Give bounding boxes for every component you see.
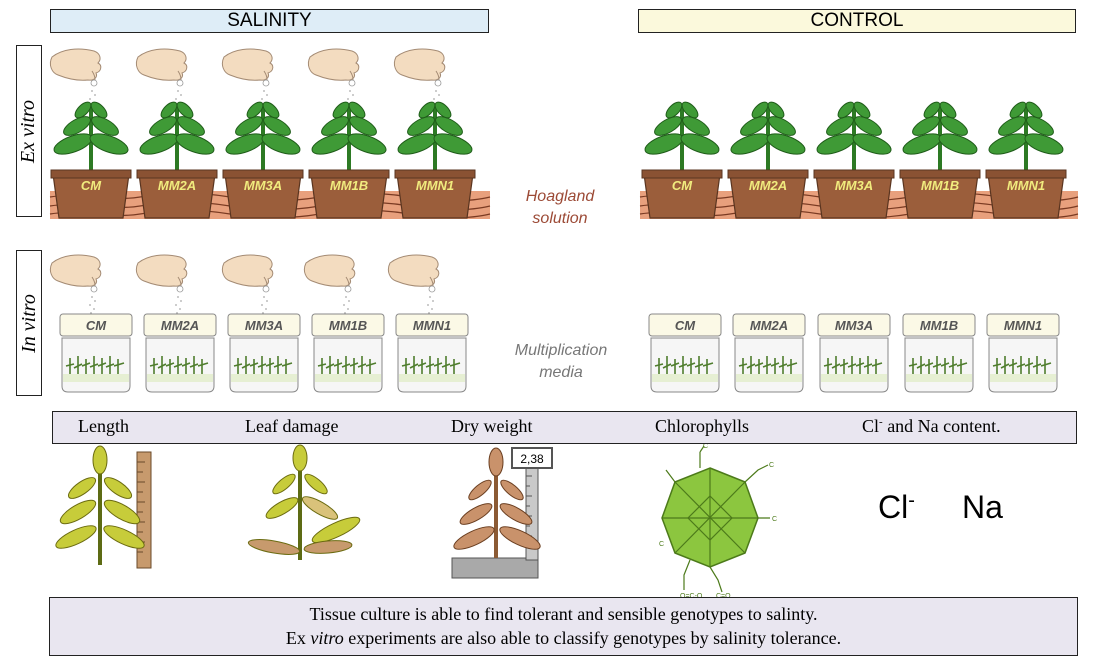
multiplication-line1: Multiplication (514, 342, 608, 359)
na-content-rest: and Na content. (882, 416, 1001, 436)
hoagland-solution-label: Hoagland solution (500, 186, 620, 230)
scale-readout: 2,38 (520, 452, 544, 466)
pot-label-control: MM2A (748, 178, 788, 193)
ion-na-text: Na (962, 489, 1003, 525)
salinity-header: SALINITY (50, 9, 489, 33)
jar-label-control: MMN1 (1003, 318, 1043, 333)
measure-cl-na-content: Cl- and Na content. (862, 416, 1001, 437)
hands-in-vitro (49, 254, 440, 318)
svg-text:C: C (659, 541, 664, 548)
svg-text:C=O: C=O (716, 593, 731, 600)
jar-label-salinity: MM1B (328, 318, 368, 333)
jar-label-salinity: MM3A (244, 318, 284, 333)
length-illustration (55, 445, 152, 569)
pot-label-control: MMN1 (1006, 178, 1046, 193)
jar-label-salinity: MMN1 (412, 318, 452, 333)
pot-label-salinity: MM3A (243, 178, 283, 193)
ion-cl-sup: - (908, 489, 915, 512)
in-vitro-label-box: In vitro (16, 250, 42, 396)
cl-sup: - (879, 416, 883, 428)
ion-na: Na (962, 489, 1003, 526)
control-title: CONTROL (810, 10, 904, 31)
measure-dry-weight: Dry weight (451, 416, 533, 436)
measure-length: Length (78, 416, 129, 436)
pot-label-salinity: MMN1 (415, 178, 455, 193)
ion-cl-base: Cl (878, 489, 909, 525)
conclusion-box: Tissue culture is able to find tolerant … (49, 597, 1078, 656)
hoagland-line1: Hoagland (525, 188, 595, 205)
jar-label-control: MM3A (834, 318, 874, 333)
measure-chlorophylls: Chlorophylls (655, 416, 750, 436)
jar-label-salinity: MM2A (160, 318, 200, 333)
ex-vitro-label-box: Ex vitro (16, 45, 42, 217)
hands-ex-vitro (49, 48, 446, 112)
control-header: CONTROL (638, 9, 1076, 33)
chlorophyll-molecule-illustration: C C C O=C-O C=O C (659, 443, 777, 600)
conclusion-line2-em: vitro (310, 628, 344, 648)
ion-cl: Cl- (878, 489, 915, 526)
pot-label-salinity: MM1B (329, 178, 369, 193)
jar-label-control: MM2A (749, 318, 789, 333)
measurements-bar (52, 411, 1077, 444)
conclusion-line1: Tissue culture is able to find tolerant … (309, 604, 818, 624)
dry-weight-illustration: 2,38 (451, 447, 553, 579)
plants-salinity (49, 97, 477, 220)
pot-label-control: MM3A (834, 178, 874, 193)
svg-text:C: C (769, 462, 774, 469)
pot-label-control: CM (671, 178, 693, 193)
jar-label-control: CM (674, 318, 696, 333)
salinity-title: SALINITY (227, 10, 312, 31)
conclusion-line2-pre: Ex (285, 628, 311, 648)
conclusion-line2: Ex vitro experiments are also able to cl… (50, 626, 1077, 650)
conclusion-line2-post: experiments are also able to classify ge… (343, 628, 842, 648)
multiplication-media-label: Multiplication media (493, 340, 629, 384)
jar-label-salinity: CM (85, 318, 107, 333)
plants-control (640, 97, 1068, 220)
svg-text:C: C (772, 516, 777, 523)
svg-text:C: C (703, 443, 708, 450)
jar-label-control: MM1B (919, 318, 959, 333)
measure-leaf-damage: Leaf damage (245, 416, 339, 436)
multiplication-line2: media (539, 364, 583, 381)
pot-label-salinity: CM (80, 178, 102, 193)
pot-label-salinity: MM2A (157, 178, 197, 193)
svg-text:O=C-O: O=C-O (680, 593, 703, 600)
pot-label-control: MM1B (920, 178, 960, 193)
cl-base: Cl (862, 416, 880, 436)
leaf-damage-illustration (247, 444, 361, 560)
hoagland-line2: solution (532, 210, 588, 227)
